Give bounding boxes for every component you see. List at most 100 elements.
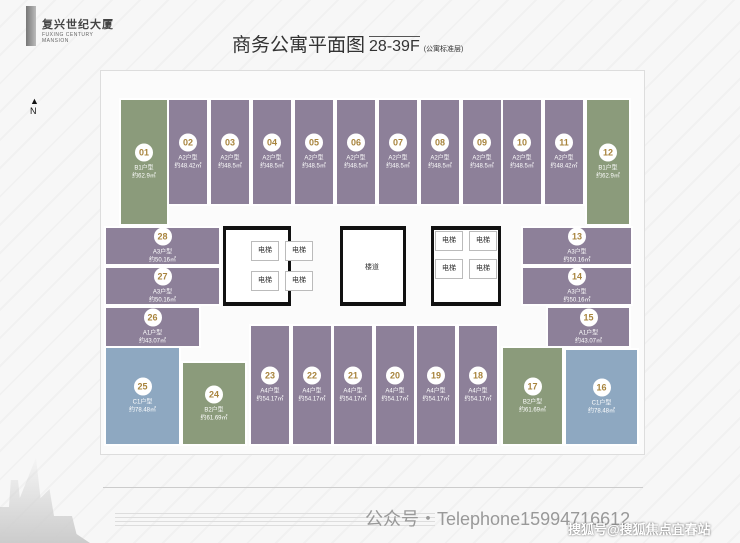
unit-area: 约48.42㎡ bbox=[174, 163, 202, 170]
unit-number: 02 bbox=[179, 133, 197, 152]
unit-number: 20 bbox=[386, 366, 404, 385]
unit-type: B2户型 bbox=[522, 399, 543, 406]
unit-area: 约62.9㎡ bbox=[132, 173, 156, 180]
unit-type: A2户型 bbox=[472, 155, 492, 162]
unit-area: 约48.5㎡ bbox=[428, 163, 452, 170]
unit-number: 01 bbox=[135, 143, 153, 162]
unit-type: A3户型 bbox=[152, 249, 173, 256]
unit-area: 约48.5㎡ bbox=[218, 163, 242, 170]
unit-type: A3户型 bbox=[567, 249, 587, 256]
unit-number: 19 bbox=[427, 366, 445, 385]
unit-type: B1户型 bbox=[598, 165, 618, 172]
unit-number: 11 bbox=[555, 133, 573, 152]
footnote-text-block bbox=[115, 512, 435, 526]
unit-area: 约62.9㎡ bbox=[596, 173, 620, 180]
unit-number: 17 bbox=[523, 377, 542, 396]
unit-type: A2户型 bbox=[346, 155, 366, 162]
unit-type: A2户型 bbox=[430, 155, 450, 162]
title-main: 商务公寓平面图 bbox=[232, 35, 366, 56]
unit-area: 约61.69㎡ bbox=[518, 407, 546, 414]
unit-number: 06 bbox=[347, 133, 365, 152]
brand-name-cn: 复兴世纪大厦 bbox=[42, 19, 114, 31]
unit-type: B1户型 bbox=[134, 165, 154, 172]
brand-logo: 复兴世纪大厦 FUXING CENTURY MANSION bbox=[26, 6, 116, 48]
unit-number: 03 bbox=[221, 133, 239, 152]
unit-type: C1户型 bbox=[591, 400, 612, 407]
unit-area: 约54.17㎡ bbox=[464, 396, 492, 403]
unit-area: 约48.5㎡ bbox=[302, 163, 326, 170]
unit-type: A2户型 bbox=[220, 155, 240, 162]
unit-area: 约43.07㎡ bbox=[574, 338, 602, 345]
unit-number: 09 bbox=[473, 133, 491, 152]
unit-type: A2户型 bbox=[554, 155, 574, 162]
unit-type: A1户型 bbox=[142, 330, 163, 337]
logo-mark-icon bbox=[26, 6, 36, 46]
unit-area: 约78.48㎡ bbox=[128, 407, 156, 414]
brand-name-en: FUXING CENTURY MANSION bbox=[42, 32, 94, 44]
unit-area: 约48.5㎡ bbox=[344, 163, 368, 170]
unit-number: 13 bbox=[568, 227, 586, 246]
unit-type: A2户型 bbox=[304, 155, 324, 162]
unit-area: 约54.17㎡ bbox=[339, 396, 367, 403]
north-compass-icon: ▲N bbox=[30, 96, 39, 116]
unit-number: 08 bbox=[431, 133, 449, 152]
elevator-label: 电梯 bbox=[469, 259, 497, 279]
unit-number: 28 bbox=[153, 227, 172, 246]
unit-area: 约48.42㎡ bbox=[550, 163, 578, 170]
unit-type: A4户型 bbox=[468, 388, 488, 395]
unit-type: A4户型 bbox=[426, 388, 446, 395]
unit-type: A1户型 bbox=[578, 330, 599, 337]
unit-number: 14 bbox=[568, 267, 586, 286]
wechat-watermark: 公众号・Telephone15994716612 bbox=[365, 509, 631, 529]
unit-type: A2户型 bbox=[178, 155, 198, 162]
unit-number: 10 bbox=[513, 133, 531, 152]
unit-area: 约50.16㎡ bbox=[563, 297, 591, 304]
elevator-label: 电梯 bbox=[435, 259, 463, 279]
unit-number: 18 bbox=[469, 366, 487, 385]
unit-type: A4户型 bbox=[302, 388, 322, 395]
unit-number: 25 bbox=[133, 377, 152, 396]
elevator-label: 电梯 bbox=[435, 231, 463, 251]
unit-area: 约48.5㎡ bbox=[510, 163, 534, 170]
unit-number: 24 bbox=[205, 385, 223, 403]
unit-area: 约48.5㎡ bbox=[470, 163, 494, 170]
unit-area: 约54.17㎡ bbox=[256, 396, 284, 403]
title-note: (公寓标准层) bbox=[423, 46, 464, 53]
